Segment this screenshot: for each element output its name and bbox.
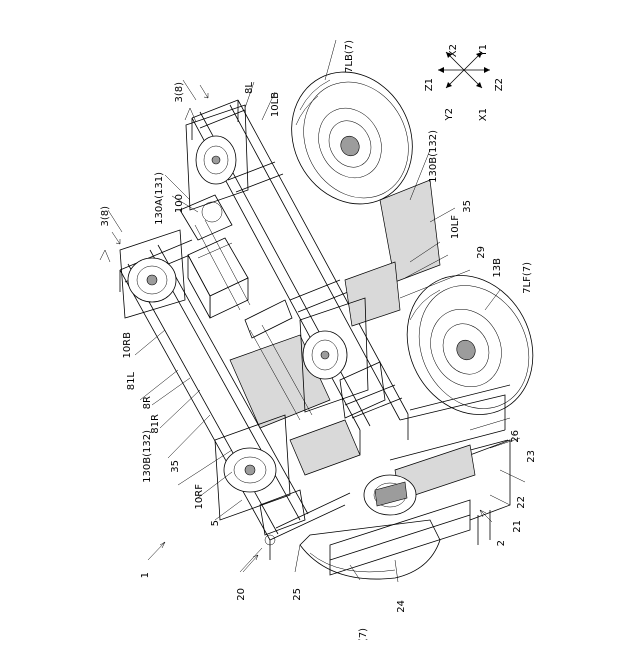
label-24: 24 <box>396 600 407 613</box>
axis-label-z2: Z2 <box>494 78 505 91</box>
label-3-8-top: 3(8) <box>174 82 185 103</box>
label-3-8-left: 3(8) <box>100 206 111 227</box>
label-21: 21 <box>512 520 523 533</box>
label-35-left: 35 <box>170 460 181 473</box>
label-29: 29 <box>476 246 487 259</box>
axis-label-y2: Y2 <box>444 108 455 121</box>
label-10RF: 10RF <box>194 484 205 510</box>
axis-label-y1: Y1 <box>478 44 489 57</box>
label-26: 26 <box>510 430 521 443</box>
label-130B-top: 130B(132) <box>428 130 439 183</box>
label-100: 100 <box>174 194 185 213</box>
label-81L: 81L <box>126 372 137 391</box>
wheel-module-rf <box>215 415 290 520</box>
label-23: 23 <box>526 450 537 463</box>
label-10RB: 10RB <box>122 332 133 359</box>
label-10LB: 10LB <box>270 92 281 117</box>
label-10LF: 10LF <box>450 215 461 239</box>
label-7RF: 7RF(7) <box>358 628 369 640</box>
label-25: 25 <box>292 588 303 601</box>
label-5: 5 <box>210 520 221 526</box>
front-hub-assembly <box>364 475 416 515</box>
axis-label-z1: Z1 <box>424 78 435 91</box>
tire-right-front <box>300 520 440 579</box>
label-1: 1 <box>140 572 151 578</box>
battery-box <box>188 238 248 318</box>
axis-label-x2: X2 <box>448 44 459 57</box>
label-13B: 13B <box>492 258 503 278</box>
label-8R: 8R <box>142 396 153 409</box>
label-35-top: 35 <box>462 200 473 213</box>
label-2: 2 <box>496 540 507 546</box>
axis-label-x1: X1 <box>478 108 489 121</box>
label-130A: 130A(131) <box>154 172 165 225</box>
wheel-module-rb <box>120 230 185 318</box>
label-8L: 8L <box>244 82 255 94</box>
label-130B-left: 130B(132) <box>142 430 153 483</box>
label-7LF: 7LF(7) <box>522 262 533 294</box>
label-22: 22 <box>516 496 527 509</box>
label-20: 20 <box>236 588 247 601</box>
label-7LB: 7LB(7) <box>344 40 355 73</box>
